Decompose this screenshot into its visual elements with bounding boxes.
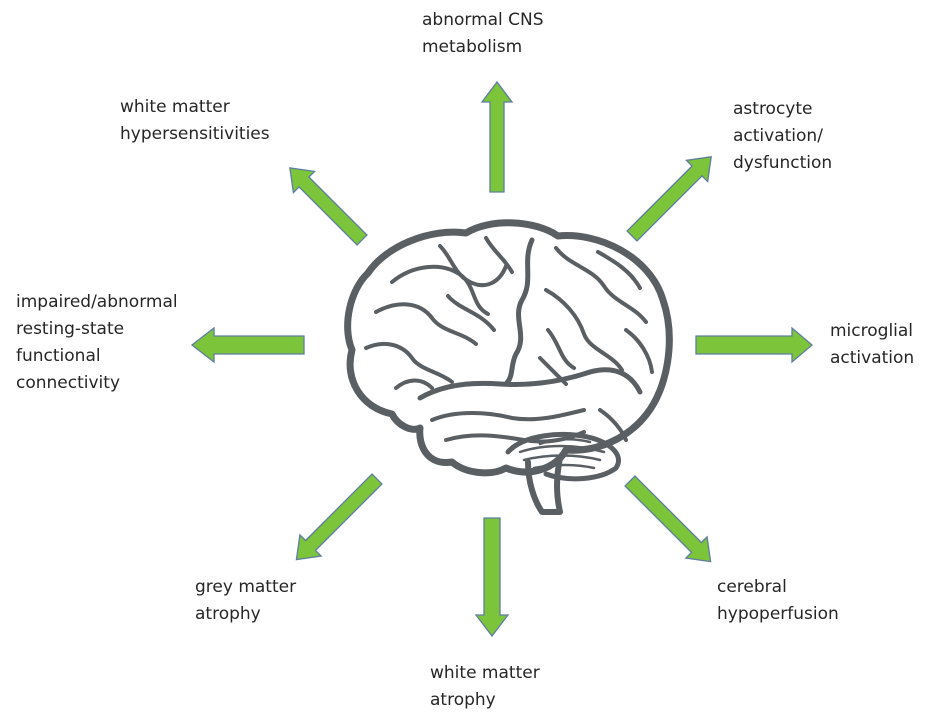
arrow-right-icon bbox=[696, 328, 812, 362]
label-white-matter-atrophy: white matter atrophy bbox=[430, 660, 540, 714]
label-abnormal-cns-metabolism: abnormal CNS metabolism bbox=[422, 7, 544, 61]
label-cerebral-hypoperfusion: cerebral hypoperfusion bbox=[717, 574, 839, 628]
label-white-matter-hypersensitivities: white matter hypersensitivities bbox=[120, 94, 270, 148]
frontal-gyri bbox=[366, 238, 512, 388]
arrows bbox=[192, 82, 812, 636]
arrow-left-icon bbox=[192, 328, 304, 362]
lateral-sulcus bbox=[420, 370, 640, 398]
arrow-bottom-icon bbox=[476, 518, 508, 636]
arrow-bottom-right-icon bbox=[619, 470, 721, 572]
arrow-top-icon bbox=[482, 82, 512, 192]
label-grey-matter-atrophy: grey matter atrophy bbox=[195, 574, 296, 628]
parietal-gyri bbox=[540, 248, 652, 384]
label-microglial-activation: microglial activation bbox=[830, 318, 914, 372]
arrow-top-left-icon bbox=[279, 157, 372, 250]
central-sulcus bbox=[506, 240, 532, 384]
label-astrocyte-activation: astrocyte activation/ dysfunction bbox=[733, 96, 832, 177]
label-resting-state-connectivity: impaired/abnormal resting-state function… bbox=[16, 289, 178, 397]
arrow-top-right-icon bbox=[621, 146, 721, 246]
arrow-bottom-left-icon bbox=[286, 468, 388, 570]
brain-icon bbox=[348, 223, 670, 512]
